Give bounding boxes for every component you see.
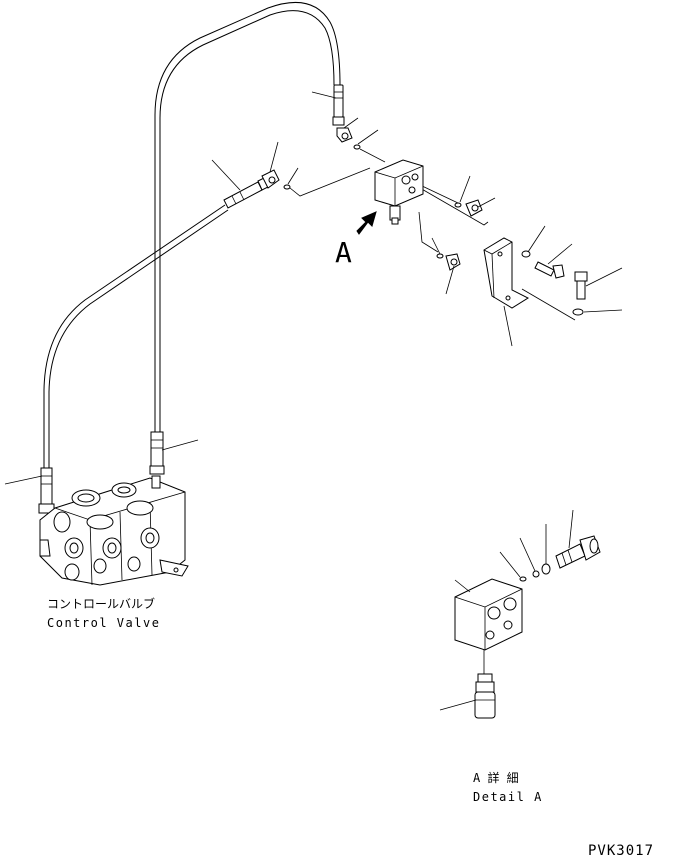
detail-a-label-jp: A 詳 細 [473,770,519,785]
bracket [483,237,530,309]
detail-a-block [454,578,523,651]
view-arrow [356,211,377,235]
elbow-fitting-1 [336,127,353,143]
detail-o-ring-2 [532,570,540,578]
detail-o-ring-1 [519,576,527,582]
elbow-fitting-4 [445,253,461,271]
hose-end-fitting-valve-1 [38,467,55,514]
tube-lines [289,148,576,321]
detail-a-label-en: Detail A [473,790,543,804]
o-ring-3 [454,202,462,208]
control-valve [39,475,189,586]
view-marker-a: A [335,236,352,269]
washer-2 [572,308,584,316]
elbow-fitting-3 [465,199,483,217]
washer-1 [521,250,531,258]
hose-upper-loop [154,1,341,432]
bolt-2 [574,271,588,300]
figure-code: PVK3017 [588,843,654,858]
bolt-1 [534,261,565,279]
o-ring-4 [436,253,444,259]
control-valve-label-en: Control Valve [47,616,160,630]
hose-end-fitting-top [332,84,345,126]
hose-lower-run [43,204,229,468]
o-ring-2 [283,184,291,190]
detail-check-valve [474,673,496,719]
detail-relief-valve [555,535,601,569]
hose-end-fitting-valve-2 [149,431,165,475]
detail-o-ring-3 [541,563,551,575]
control-valve-label-jp: コントロールバルブ [47,596,155,611]
o-ring-1 [353,144,361,150]
leader-lines [4,91,623,711]
valve-block [374,159,424,225]
hose-end-fitting-left [223,176,271,209]
